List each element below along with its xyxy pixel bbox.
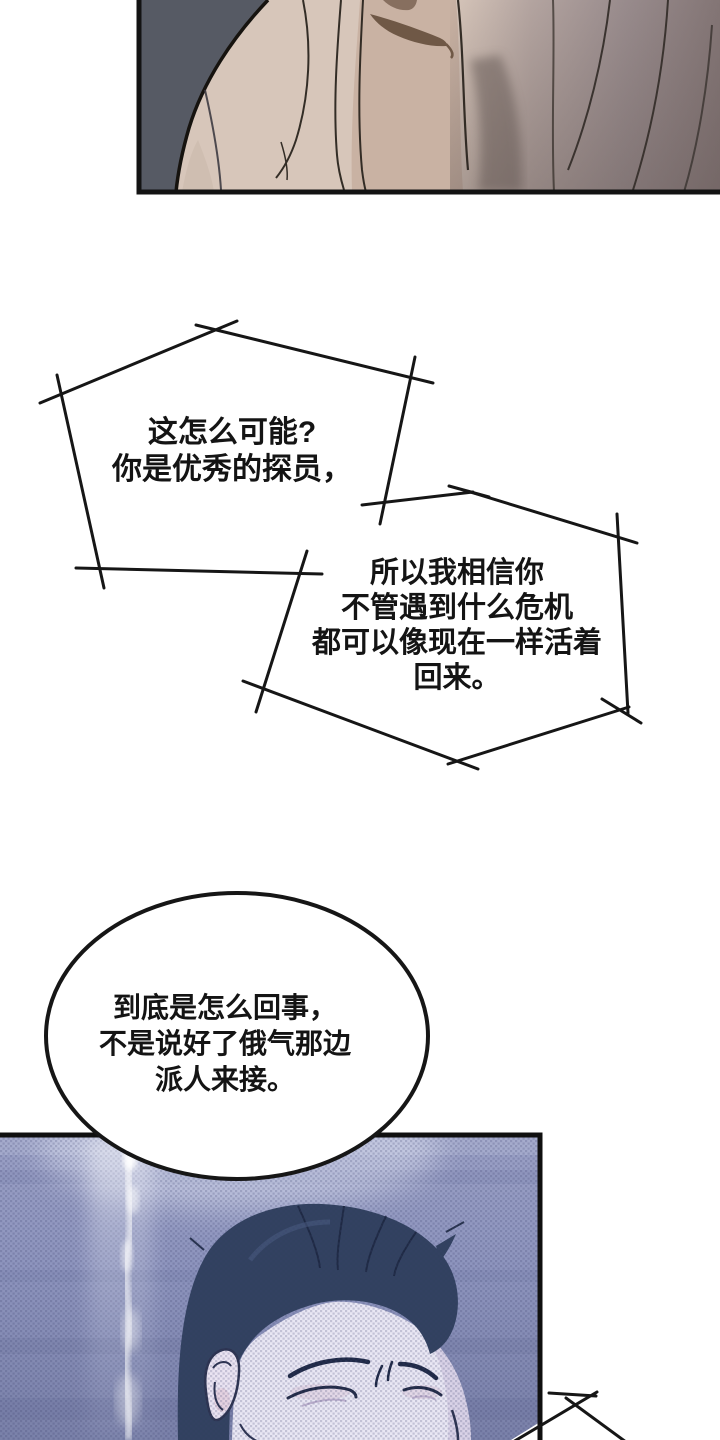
hair-strands bbox=[275, 0, 555, 192]
top-panel bbox=[137, 0, 720, 192]
speech-bubble-2-outline bbox=[241, 484, 643, 771]
speech-bubble-1-text: 这怎么可能? 你是优秀的探员， bbox=[112, 416, 352, 486]
hair-shadow-wedge bbox=[470, 55, 523, 192]
chin-shadow bbox=[370, 14, 447, 47]
hair-strands-right bbox=[567, 0, 713, 192]
top-panel-border bbox=[136, 0, 720, 195]
corner-bubble-strokes bbox=[513, 1390, 626, 1440]
smoke bbox=[88, 1138, 152, 1440]
corner-bubble-fill bbox=[511, 1423, 538, 1440]
speech-bubble-3-text: 到底是怎么回事， 不是说好了俄气那边 派人来接。 bbox=[98, 992, 351, 1095]
speech-bubble-2-text: 所以我相信你 不管遇到什么危机 都可以像现在一样活着 回来。 bbox=[311, 557, 602, 694]
speech-bubble-3-outline bbox=[44, 891, 430, 1181]
background-wedge bbox=[137, 0, 268, 192]
halftone-texture bbox=[0, 1133, 538, 1440]
speech-bubble-1-outline bbox=[38, 319, 435, 590]
